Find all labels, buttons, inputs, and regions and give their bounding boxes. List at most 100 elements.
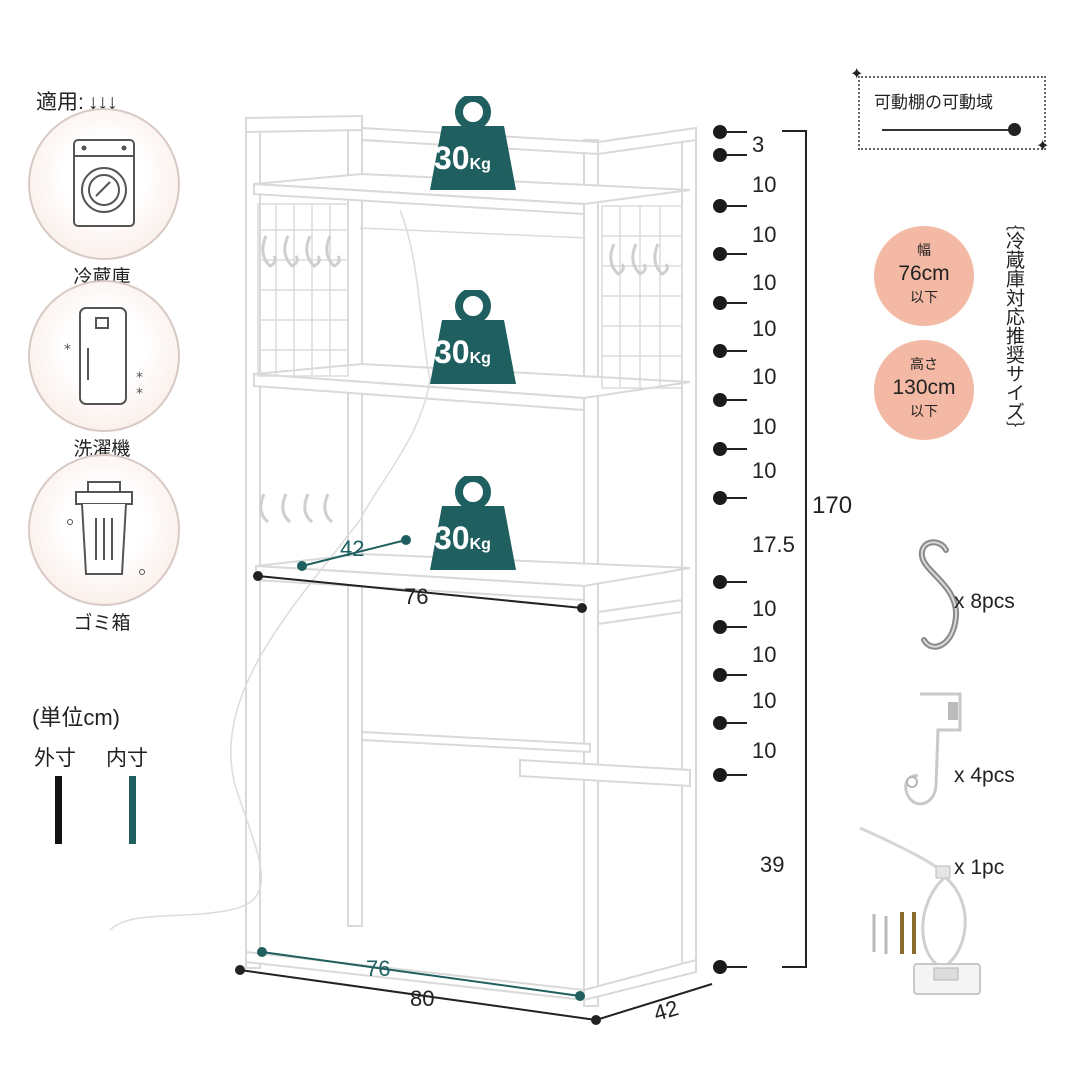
load-badge-bottom: 30Kg	[428, 476, 518, 572]
load-value: 30	[434, 334, 470, 370]
load-unit: Kg	[469, 156, 491, 173]
scale-tick	[727, 966, 747, 968]
interval-label: 10	[752, 316, 777, 341]
svg-text:*: *	[64, 342, 71, 358]
legend-line	[882, 129, 1012, 131]
interval-label: 10	[752, 222, 777, 247]
outer-dimension-label: 外寸	[34, 747, 76, 770]
inner-dimension-swatch	[129, 776, 136, 844]
anti-tip-strap-icon	[859, 826, 981, 995]
total-height-label: 170	[812, 492, 853, 519]
item-label-3: ゴミ箱	[73, 613, 131, 634]
scale-tick	[727, 774, 747, 776]
scale-tick	[727, 131, 747, 133]
scale-tick	[727, 302, 747, 304]
badge-height-note: 以下	[910, 403, 938, 419]
scale-dot	[713, 668, 727, 682]
outer-dimension-swatch	[55, 776, 62, 844]
load-badge-top: 30Kg	[428, 96, 518, 192]
legend-dot	[1008, 123, 1021, 136]
s-hook-icon	[918, 539, 960, 650]
load-unit: Kg	[469, 350, 491, 367]
interval-label: 10	[752, 596, 777, 621]
weight-icon	[430, 290, 516, 384]
scale-tick	[727, 205, 747, 207]
trash-can-icon	[67, 481, 145, 575]
scale-tick	[727, 497, 747, 499]
scale-dot	[713, 247, 727, 261]
scale-dot	[713, 199, 727, 213]
interval-label: 10	[752, 270, 777, 295]
max-height-badge: 高さ 130cm 以下	[874, 340, 974, 440]
scale-tick	[727, 448, 747, 450]
svg-text:*: *	[136, 386, 143, 402]
scale-dot	[713, 960, 727, 974]
scale-tick	[727, 626, 747, 628]
scale-dot	[713, 442, 727, 456]
interval-label: 10	[752, 414, 777, 439]
sparkle-icon: ✦	[1036, 138, 1050, 155]
scale-dot	[713, 296, 727, 310]
total-bracket-bottom	[782, 966, 806, 968]
inner-dimension-label: 内寸	[106, 747, 148, 770]
scale-tick	[727, 253, 747, 255]
weight-icon	[430, 96, 516, 190]
refrigerator-circle: * * *	[28, 280, 180, 432]
interval-label: 39	[760, 852, 785, 877]
trash-can-circle	[28, 454, 180, 606]
scale-tick	[727, 674, 747, 676]
s-hook-qty: x 8pcs	[954, 590, 1015, 613]
total-bracket-top	[782, 130, 806, 132]
interval-label: 17.5	[752, 532, 795, 557]
unit-label: (単位cm)	[32, 705, 120, 730]
interval-label: 10	[752, 172, 777, 197]
scale-dot	[713, 344, 727, 358]
scale-dot	[713, 125, 727, 139]
load-unit: Kg	[469, 536, 491, 553]
wall-hook-qty: x 4pcs	[954, 764, 1015, 787]
interval-label: 10	[752, 458, 777, 483]
fridge-size-title: ︷冷蔵庫対応推奨サイズ︸	[1003, 212, 1024, 440]
shelf-width-outer: 76	[404, 584, 429, 609]
scale-tick	[727, 722, 747, 724]
sparkle-icon: ✦	[850, 66, 864, 83]
scale-tick	[727, 350, 747, 352]
badge-height-value: 130cm	[892, 376, 956, 399]
washing-machine-icon	[73, 139, 135, 227]
scale-dot	[713, 393, 727, 407]
load-badge-middle: 30Kg	[428, 290, 518, 386]
max-width-badge: 幅 76cm 以下	[874, 226, 974, 326]
badge-width-title: 幅	[917, 242, 931, 258]
interval-label: 10	[752, 364, 777, 389]
interval-label: 10	[752, 642, 777, 667]
shelf-depth-inner: 42	[340, 536, 365, 561]
scale-tick	[727, 154, 747, 156]
scale-dot	[713, 620, 727, 634]
load-value: 30	[434, 520, 470, 556]
strap-qty: x 1pc	[954, 856, 1005, 879]
scale-dot	[713, 768, 727, 782]
washing-machine-circle	[28, 108, 180, 260]
badge-width-note: 以下	[910, 289, 938, 305]
scale-tick	[727, 399, 747, 401]
badge-height-title: 高さ	[910, 356, 938, 372]
legend-box: 可動棚の可動域	[858, 76, 1046, 150]
weight-icon	[430, 476, 516, 570]
refrigerator-icon: * * *	[64, 307, 143, 405]
legend-label: 可動棚の可動域	[874, 93, 993, 112]
interval-label: 3	[752, 132, 765, 157]
wall-hook-icon	[904, 692, 962, 806]
interval-label: 10	[752, 688, 777, 713]
total-bracket-line	[805, 130, 807, 968]
interval-label: 10	[752, 738, 777, 763]
scale-dot	[713, 491, 727, 505]
base-width-outer: 80	[410, 986, 435, 1011]
scale-dot	[713, 575, 727, 589]
scale-dot	[713, 148, 727, 162]
badge-width-value: 76cm	[898, 262, 950, 285]
base-width-inner: 76	[366, 956, 391, 981]
svg-text:*: *	[136, 370, 143, 386]
scale-dot	[713, 716, 727, 730]
scale-tick	[727, 581, 747, 583]
